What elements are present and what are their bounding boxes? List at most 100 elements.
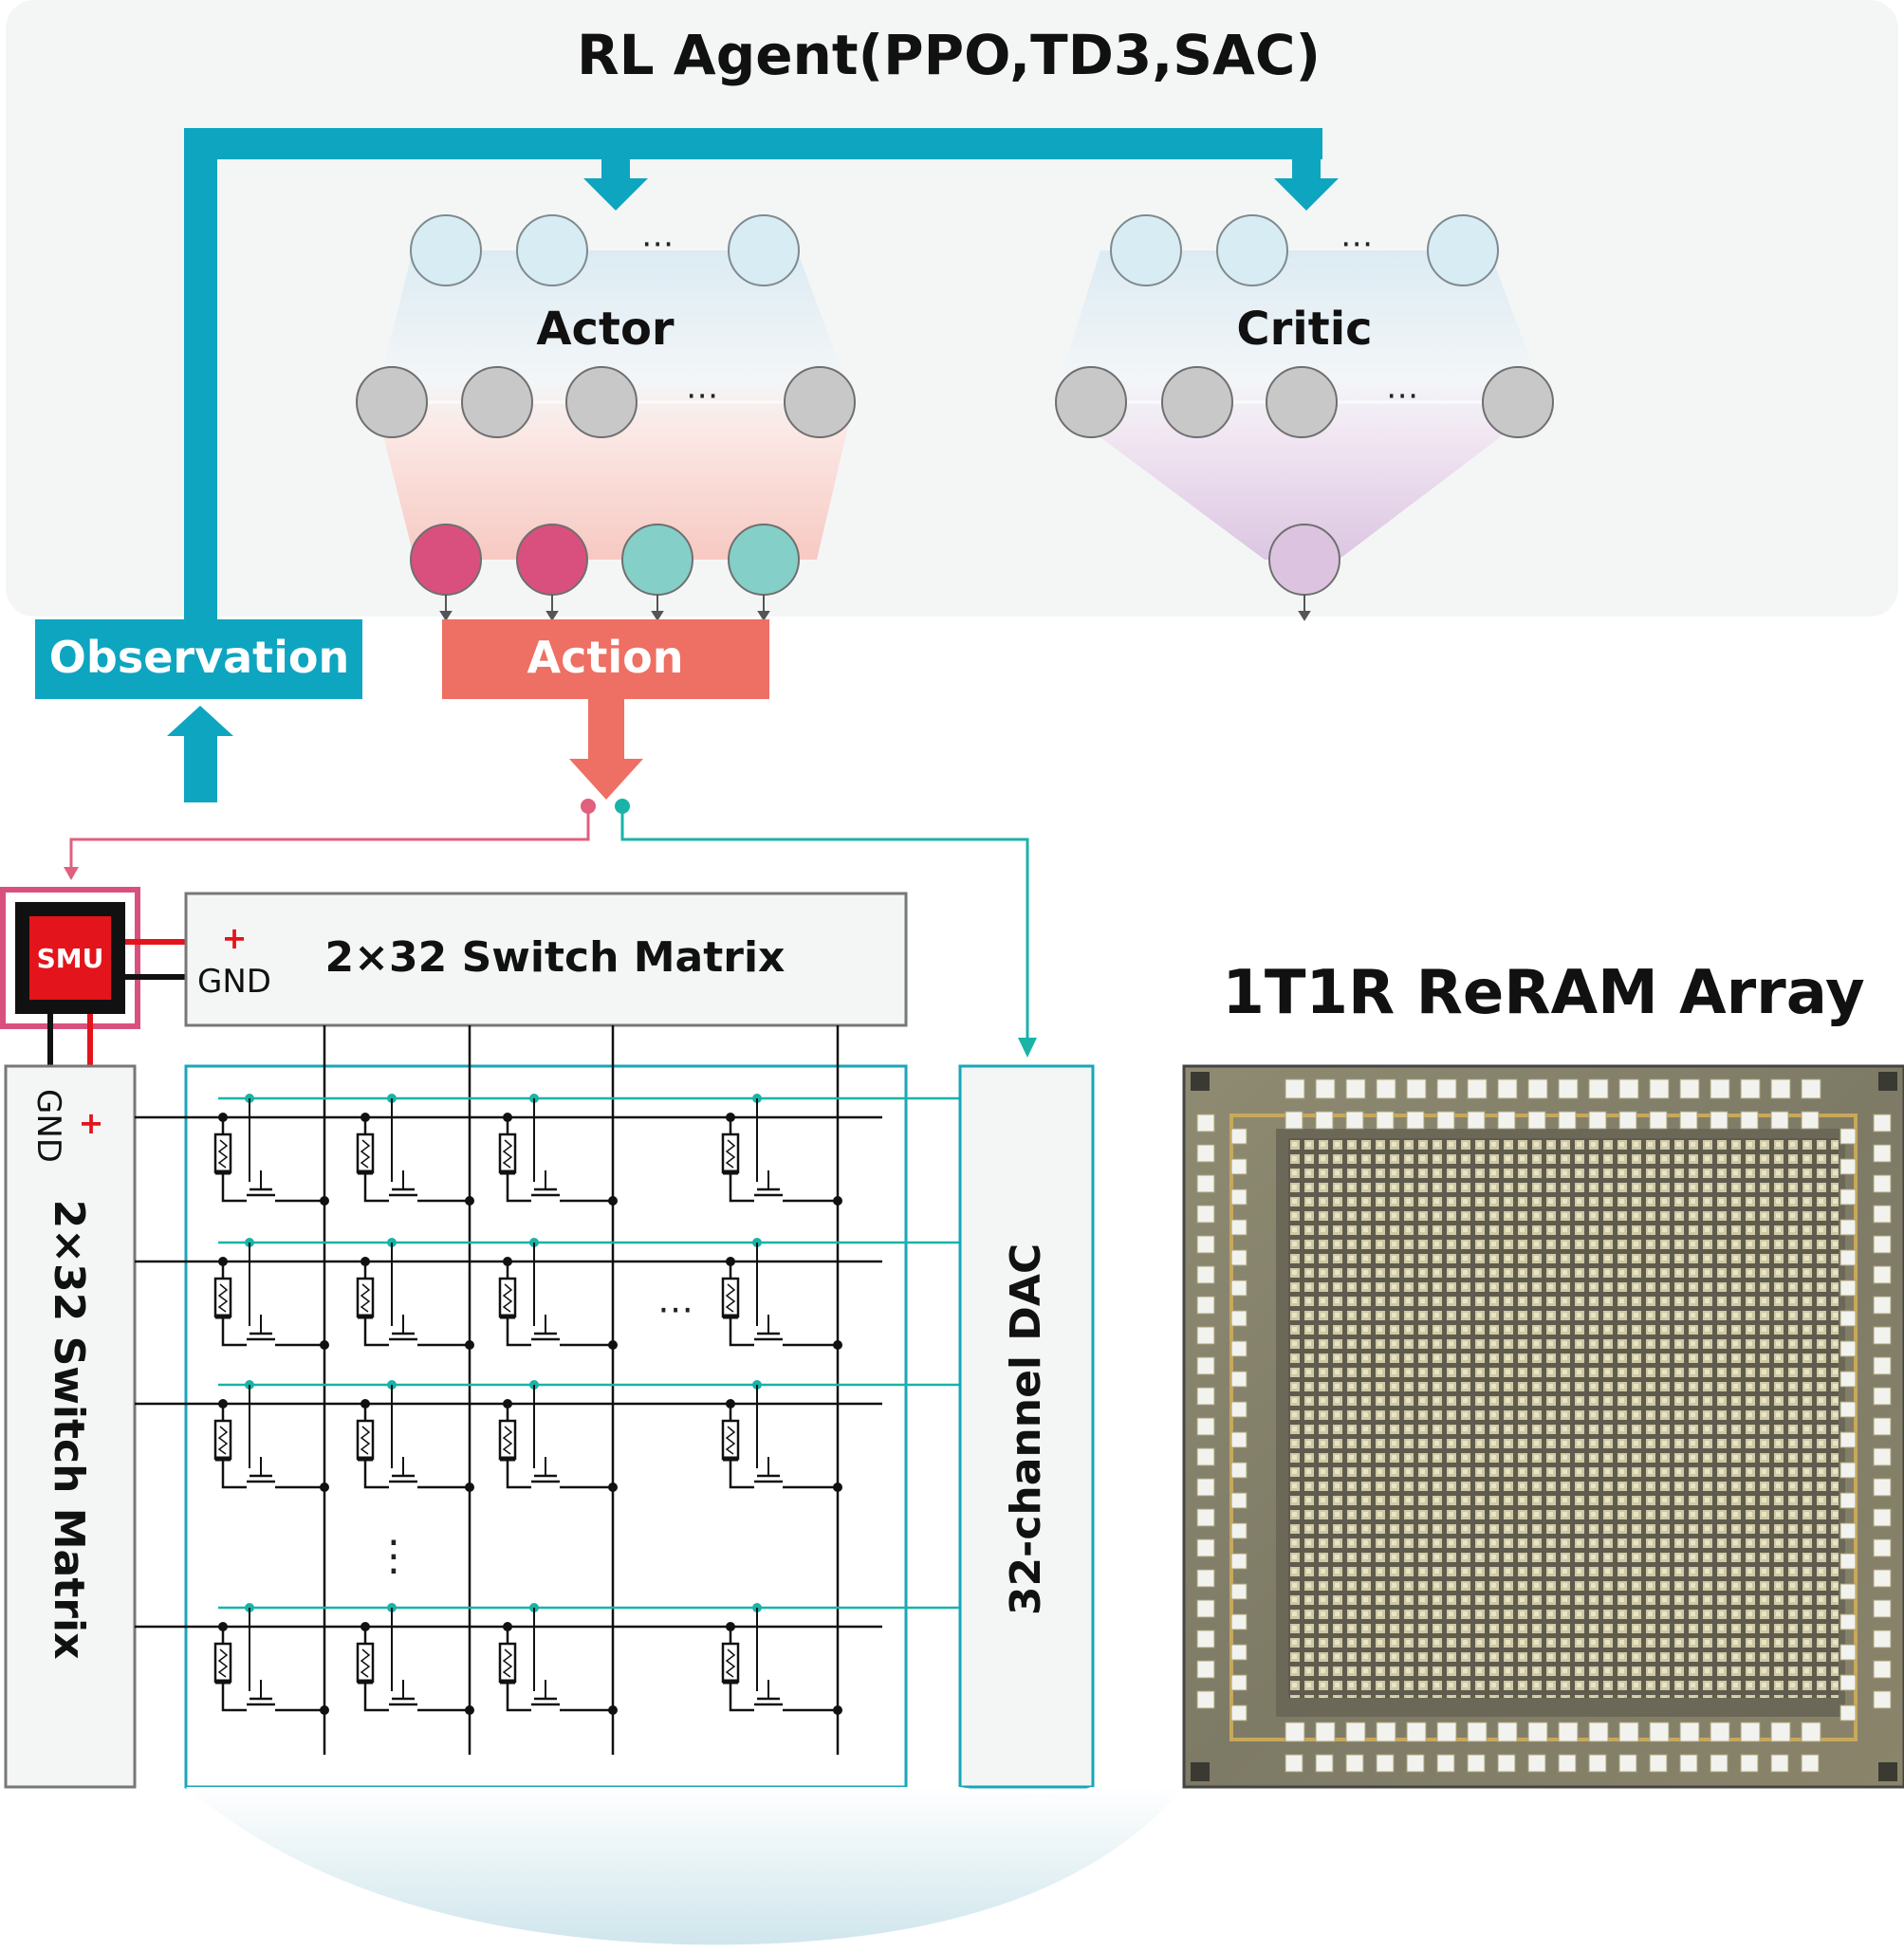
bond-pad	[1497, 1078, 1518, 1099]
bond-pad	[1406, 1111, 1425, 1130]
bond-pad	[1710, 1754, 1728, 1773]
bond-pad	[1839, 1401, 1857, 1418]
bond-pad	[1558, 1754, 1577, 1773]
bond-pad	[1196, 1630, 1215, 1648]
bond-pad	[1618, 1111, 1637, 1130]
bond-pad	[1618, 1078, 1639, 1099]
bit-line-node	[320, 1482, 329, 1492]
bond-pad	[1839, 1431, 1857, 1448]
bond-pad	[1345, 1078, 1366, 1099]
resistor-icon	[498, 1642, 517, 1684]
bond-pad	[1839, 1492, 1857, 1509]
bit-line-node	[608, 1482, 618, 1492]
bond-pad	[1839, 1158, 1857, 1175]
resistor-icon	[721, 1642, 740, 1684]
bond-pad	[1467, 1754, 1486, 1773]
bond-pad	[1467, 1111, 1486, 1130]
bond-pad	[1196, 1690, 1215, 1709]
bond-pad	[1315, 1722, 1336, 1742]
resistor-icon	[498, 1277, 517, 1318]
bond-pad	[1406, 1722, 1427, 1742]
array-hdots: ⋯	[657, 1288, 693, 1330]
action-box	[442, 619, 769, 699]
smu-label: SMU	[37, 943, 104, 974]
resistor-icon	[213, 1133, 232, 1174]
smu-box	[29, 916, 111, 1000]
arrow-down-icon	[569, 759, 643, 800]
bond-pad	[1770, 1111, 1789, 1130]
bit-line-node	[608, 1705, 618, 1715]
bond-pad	[1679, 1754, 1698, 1773]
bond-pad	[1839, 1583, 1857, 1600]
critic-input-ellipsis: ⋯	[1340, 225, 1373, 263]
resistor-icon	[356, 1419, 375, 1461]
bond-pad	[1679, 1111, 1698, 1130]
bit-line-node	[833, 1196, 842, 1206]
bond-pad	[1710, 1111, 1728, 1130]
dac-control-line	[620, 806, 1029, 1043]
bond-pad	[1588, 1111, 1607, 1130]
bond-pad	[1285, 1722, 1305, 1742]
bond-pad	[1230, 1401, 1248, 1418]
bond-pad	[1196, 1265, 1215, 1284]
bond-pad	[1527, 1754, 1546, 1773]
bond-pad	[1230, 1249, 1248, 1266]
resistor-icon	[356, 1277, 375, 1318]
bond-pad	[1196, 1387, 1215, 1406]
bond-pad	[1873, 1538, 1892, 1557]
plus-sign-top: +	[222, 920, 248, 956]
bond-pad	[1649, 1078, 1670, 1099]
bond-pad	[1710, 1722, 1730, 1742]
bond-pad	[1196, 1144, 1215, 1163]
array-vdots: ⋮	[373, 1532, 415, 1580]
bond-pad	[1196, 1296, 1215, 1315]
bond-pad	[1196, 1478, 1215, 1497]
agent-panel	[6, 0, 1898, 617]
actor-hidden-ellipsis: ⋯	[686, 377, 718, 414]
chip-photo	[1182, 1064, 1904, 1789]
actor-label: Actor	[536, 303, 675, 356]
bond-pad	[1285, 1754, 1303, 1773]
bond-pad	[1376, 1754, 1395, 1773]
bond-pad	[1230, 1280, 1248, 1297]
bond-pad	[1839, 1310, 1857, 1327]
bond-pad	[1558, 1078, 1579, 1099]
bit-line-node	[320, 1196, 329, 1206]
bond-pad	[1345, 1754, 1364, 1773]
bond-pad	[1873, 1569, 1892, 1588]
resistor-icon	[213, 1277, 232, 1318]
bond-pad	[1679, 1078, 1700, 1099]
bond-pad	[1436, 1078, 1457, 1099]
bond-pad	[1710, 1078, 1730, 1099]
bond-pad	[1230, 1674, 1248, 1691]
bond-pad	[1497, 1111, 1516, 1130]
bond-pad	[1230, 1644, 1248, 1661]
plus-sign-left: +	[79, 1105, 104, 1141]
bond-pad	[1497, 1722, 1518, 1742]
bond-pad	[1196, 1508, 1215, 1527]
bond-pad	[1873, 1144, 1892, 1163]
bond-pad	[1618, 1754, 1637, 1773]
bond-pad	[1406, 1078, 1427, 1099]
bit-line-node	[465, 1482, 474, 1492]
bond-pad	[1873, 1296, 1892, 1315]
bond-pad	[1873, 1599, 1892, 1618]
bond-pad	[1649, 1754, 1668, 1773]
observation-box	[35, 619, 362, 699]
bit-line-node	[833, 1705, 842, 1715]
bond-pad	[1230, 1431, 1248, 1448]
switch-matrix-left-label: 2×32 Switch Matrix	[45, 1200, 93, 1660]
resistor-icon	[213, 1642, 232, 1684]
bond-pad	[1873, 1387, 1892, 1406]
bond-pad	[1230, 1462, 1248, 1479]
bond-pad	[1801, 1722, 1821, 1742]
bond-pad	[1196, 1356, 1215, 1375]
bond-pad	[1618, 1722, 1639, 1742]
bond-pad	[1873, 1205, 1892, 1224]
bond-pad	[1196, 1174, 1215, 1193]
bond-pad	[1649, 1722, 1670, 1742]
bond-pad	[1873, 1174, 1892, 1193]
actor-input-ellipsis: ⋯	[641, 225, 674, 263]
bond-pad	[1196, 1599, 1215, 1618]
